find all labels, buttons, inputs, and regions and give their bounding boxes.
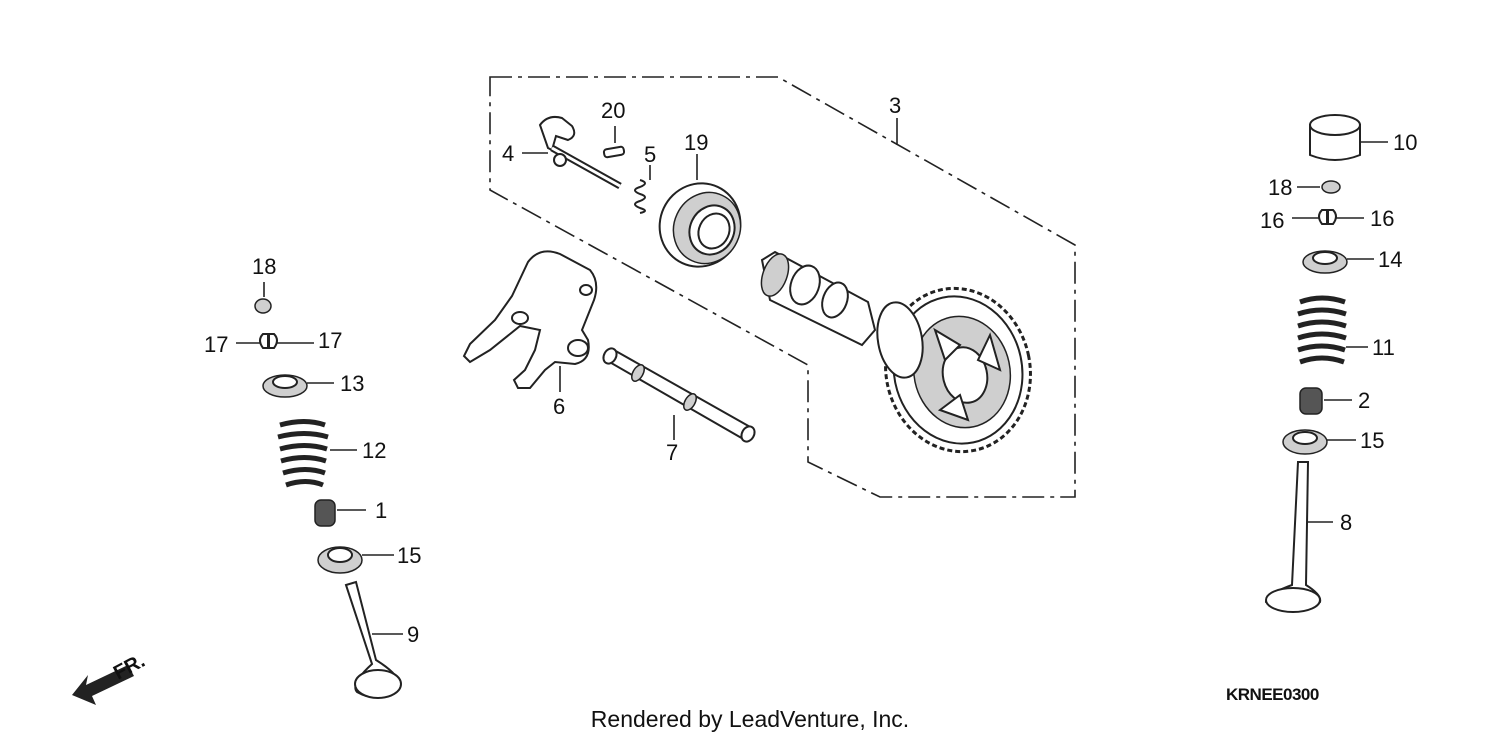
callout-10: 10 xyxy=(1393,130,1417,155)
assembly-boundary xyxy=(489,76,1076,498)
callout-9: 9 xyxy=(407,622,419,647)
part-19-bearing[interactable] xyxy=(646,170,754,280)
footer-credit: Rendered by LeadVenture, Inc. xyxy=(590,706,910,732)
callout-5: 5 xyxy=(644,142,656,167)
callout-8: 8 xyxy=(1340,510,1352,535)
callout-19: 19 xyxy=(684,130,708,155)
part-8-right-valve[interactable] xyxy=(1265,461,1322,613)
part-5-spring[interactable] xyxy=(634,179,646,214)
callout-11: 11 xyxy=(1372,335,1395,360)
callout-16-right-b: 16 xyxy=(1370,206,1394,231)
callout-18-right: 18 xyxy=(1268,175,1292,200)
part-11-right-spring[interactable] xyxy=(1297,295,1347,365)
part-17-left-cotters[interactable] xyxy=(259,333,278,349)
part-7-rocker-shaft[interactable] xyxy=(601,346,757,444)
callout-17-left-b: 17 xyxy=(318,328,342,353)
part-1-left-seal[interactable] xyxy=(314,499,336,527)
callout-15-right: 15 xyxy=(1360,428,1384,453)
diagram-code: KRNEE0300 xyxy=(1226,685,1319,704)
callout-4: 4 xyxy=(502,141,514,166)
part-16-right-cotters[interactable] xyxy=(1318,209,1337,225)
part-20-pin[interactable] xyxy=(602,145,626,159)
part-3-camshaft[interactable] xyxy=(756,250,1045,465)
part-12-left-spring[interactable] xyxy=(277,419,329,488)
part-9-left-valve[interactable] xyxy=(344,580,402,699)
callout-2: 2 xyxy=(1358,388,1370,413)
callout-1: 1 xyxy=(375,498,387,523)
callout-18-left: 18 xyxy=(252,254,276,279)
part-15-left-seat[interactable] xyxy=(317,546,363,574)
callout-15-left: 15 xyxy=(397,543,421,568)
callout-17-left-a: 17 xyxy=(204,332,228,357)
front-direction-arrow-icon: FR. xyxy=(72,650,149,705)
callout-13: 13 xyxy=(340,371,364,396)
part-4-arm-shaft[interactable] xyxy=(538,115,622,190)
part-2-right-seal[interactable] xyxy=(1299,387,1323,415)
callout-3: 3 xyxy=(889,93,901,118)
part-10-right-tappet[interactable] xyxy=(1309,114,1361,161)
callout-16-right-a: 16 xyxy=(1260,208,1284,233)
part-18-left-shim[interactable] xyxy=(254,298,272,314)
part-6-rocker-arm[interactable] xyxy=(462,250,598,389)
callout-6: 6 xyxy=(553,394,565,419)
callout-7: 7 xyxy=(666,440,678,465)
part-14-right-retainer[interactable] xyxy=(1302,250,1348,274)
part-13-left-retainer[interactable] xyxy=(262,374,308,398)
callout-20: 20 xyxy=(601,98,625,123)
callout-12: 12 xyxy=(362,438,386,463)
callout-14: 14 xyxy=(1378,247,1402,272)
part-18-right-shim[interactable] xyxy=(1321,180,1341,194)
part-15-right-seat[interactable] xyxy=(1282,429,1328,455)
